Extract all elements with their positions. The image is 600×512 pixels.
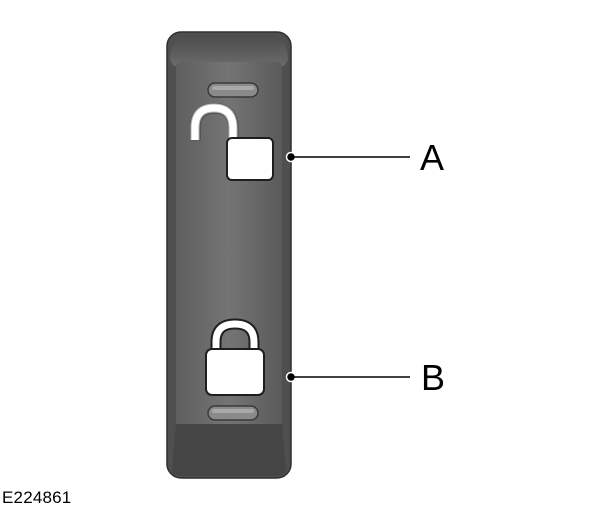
callout-a: A — [285, 137, 444, 178]
switch-panel — [166, 31, 292, 479]
switch-panel-bottom-bevel — [172, 424, 286, 476]
callout-b: B — [285, 357, 445, 398]
lock-icon[interactable] — [205, 318, 265, 396]
lock-body — [205, 348, 265, 396]
lock-shackle — [212, 320, 258, 352]
unlock-body — [226, 137, 274, 181]
callout-a-label: A — [420, 137, 444, 178]
callout-b-label: B — [421, 357, 445, 398]
switch-panel-top-bevel — [170, 34, 288, 66]
figure-code: E224861 — [2, 488, 72, 507]
unlock-shackle-core — [191, 104, 237, 140]
bottom-ridge-highlight — [212, 409, 254, 413]
unlock-icon[interactable] — [190, 102, 274, 181]
top-ridge-highlight — [212, 86, 254, 90]
